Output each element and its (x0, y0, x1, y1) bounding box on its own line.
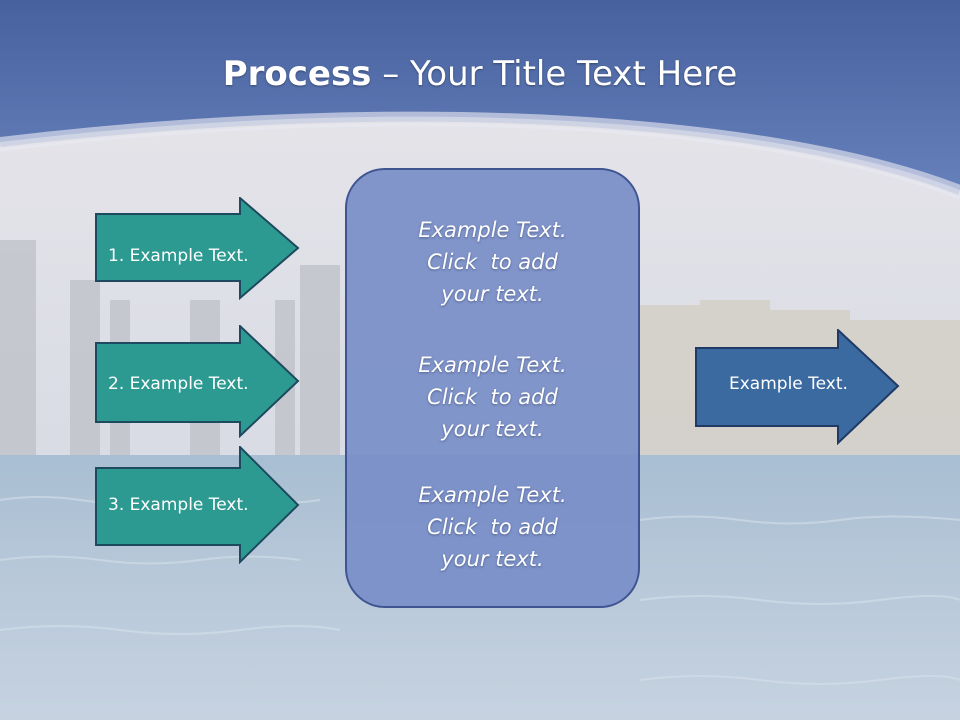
center-paragraph-3-line-3: your text. (441, 547, 544, 571)
center-paragraph-1: Example Text. Click to add your text. (347, 214, 638, 310)
center-paragraph-1-line-2: Click to add (427, 250, 558, 274)
right-arrow[interactable] (695, 329, 900, 445)
center-paragraph-3-line-2: Click to add (427, 515, 558, 539)
left-arrow-1-label: 1. Example Text. (108, 246, 249, 266)
center-text-box[interactable]: Example Text. Click to add your text. Ex… (345, 168, 640, 608)
right-arrow-label: Example Text. (729, 374, 848, 394)
center-paragraph-3: Example Text. Click to add your text. (347, 479, 638, 575)
center-paragraph-2-line-2: Click to add (427, 385, 558, 409)
left-arrow-3-label: 3. Example Text. (108, 495, 249, 515)
center-paragraph-3-line-1: Example Text. (418, 483, 567, 507)
title-rest: – Your Title Text Here (371, 54, 738, 94)
center-paragraph-2-line-1: Example Text. (418, 353, 567, 377)
title-bold: Process (222, 54, 372, 94)
left-arrow-2-label: 2. Example Text. (108, 374, 249, 394)
left-arrow-1[interactable] (95, 197, 300, 300)
center-paragraph-2: Example Text. Click to add your text. (347, 349, 638, 445)
left-arrow-3[interactable] (95, 446, 300, 564)
center-paragraph-1-line-3: your text. (441, 282, 544, 306)
center-paragraph-2-line-3: your text. (441, 417, 544, 441)
left-arrow-2[interactable] (95, 325, 300, 438)
center-paragraph-1-line-1: Example Text. (418, 218, 567, 242)
slide-title: Process – Your Title Text Here (0, 52, 960, 96)
